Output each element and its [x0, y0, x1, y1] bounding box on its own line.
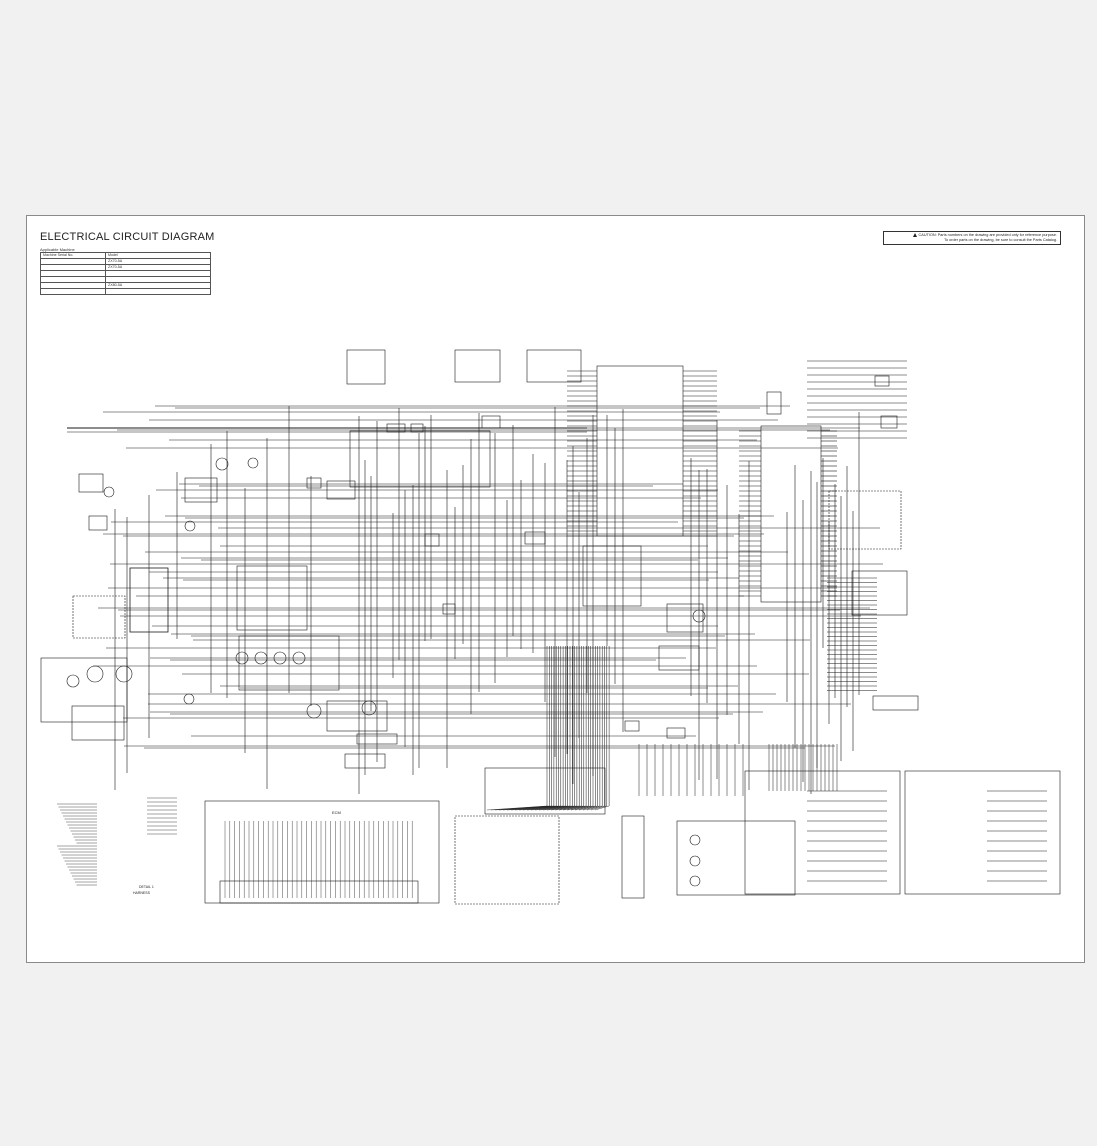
ecm-box — [204, 800, 440, 904]
component-box — [410, 423, 424, 433]
connector-pins — [57, 360, 907, 898]
monitor-controller — [596, 365, 684, 537]
bottom-box-2 — [484, 767, 606, 815]
mid-box-9 — [851, 570, 908, 616]
component-symbol — [292, 651, 306, 665]
wire-fan — [554, 805, 587, 811]
fan-out-lines — [486, 646, 1047, 882]
wire-fan — [502, 805, 557, 811]
harness-label: HARNESS — [133, 891, 151, 895]
component-symbol — [184, 520, 196, 532]
component-symbol — [235, 651, 249, 665]
left-upper-block — [72, 595, 126, 639]
wire-fan — [522, 805, 568, 811]
component-box — [424, 533, 440, 547]
top-connector-a — [346, 349, 386, 385]
caution-box: CAUTION: Parts numbers on the drawing ar… — [883, 231, 1061, 245]
component-symbol — [689, 875, 701, 887]
wire-fan — [546, 805, 582, 811]
wire-fan — [582, 805, 603, 811]
wire-fan — [538, 805, 577, 811]
component-box — [88, 515, 108, 531]
bottom-box-3 — [676, 820, 796, 896]
detail-label: DETAIL 1 — [139, 885, 154, 889]
wire-fan — [510, 805, 561, 811]
circuit-drawing: ECM DETAIL 1 HARNESS — [40, 349, 1061, 905]
component-symbol — [247, 457, 259, 469]
component-box — [356, 733, 398, 745]
mid-box-3 — [236, 565, 308, 631]
wire-fan — [550, 805, 584, 811]
wire-fan — [530, 805, 573, 811]
component-symbol — [103, 486, 115, 498]
wire-fan — [590, 805, 607, 811]
component-symbol — [66, 674, 80, 688]
wire-fan — [514, 805, 564, 811]
wire-fan — [578, 805, 600, 811]
component-symbol — [215, 457, 229, 471]
component-box — [524, 531, 546, 545]
component-box — [766, 391, 782, 415]
component-symbol — [86, 665, 104, 683]
mid-box-6 — [582, 545, 642, 607]
page-title: ELECTRICAL CIRCUIT DIAGRAM — [40, 231, 215, 243]
ecm-label: ECM — [332, 810, 341, 815]
mid-box-1 — [326, 700, 388, 732]
horizontal-buses — [67, 405, 883, 749]
wire-fan — [594, 805, 610, 811]
component-symbol — [306, 703, 322, 719]
right-side-box — [828, 490, 902, 550]
ecm-connectors — [219, 880, 419, 904]
wire-fan — [534, 805, 575, 811]
ac-block-frame — [40, 657, 128, 723]
wire-fan — [562, 805, 591, 811]
component-symbol — [689, 855, 701, 867]
wire-fan — [570, 805, 596, 811]
component-symbol — [115, 665, 133, 683]
component-box — [442, 603, 456, 615]
warning-icon — [912, 233, 917, 237]
battery-box — [78, 473, 104, 493]
applicable-machine-label: Applicable Machine — [40, 247, 75, 252]
component-box — [624, 720, 640, 732]
component-box — [874, 375, 890, 387]
diagram-sheet: ELECTRICAL CIRCUIT DIAGRAM Applicable Ma… — [26, 215, 1085, 963]
wire-fan — [506, 805, 559, 811]
mid-box-10 — [872, 695, 919, 711]
bottom-box-5 — [904, 770, 1061, 895]
wire-fan — [586, 805, 605, 811]
bottom-box-1 — [454, 815, 560, 905]
component-box — [666, 727, 686, 739]
caution-text-2: To order parts on the drawing, be sure t… — [944, 238, 1057, 242]
top-connector-b — [454, 349, 501, 383]
mid-box-7 — [666, 603, 704, 633]
wire-fan — [574, 805, 598, 811]
components — [66, 375, 898, 887]
model-cell — [105, 288, 211, 295]
mid-box-5 — [349, 430, 491, 488]
component-box — [481, 415, 501, 429]
wire-fan — [542, 805, 580, 811]
component-symbol — [361, 700, 377, 716]
wire-fan — [566, 805, 594, 811]
component-box — [386, 423, 406, 433]
component-symbol — [273, 651, 287, 665]
table-row — [40, 288, 211, 295]
caution-text-1: CAUTION: Parts numbers on the drawing ar… — [918, 233, 1057, 237]
right-connector-block — [760, 425, 822, 603]
left-mid-box — [71, 705, 125, 741]
component-box — [306, 477, 322, 489]
wire-fan — [558, 805, 589, 811]
narrow-box — [621, 815, 645, 899]
wire-fan — [526, 805, 571, 811]
top-connector-c — [526, 349, 582, 383]
bottom-box-4 — [744, 770, 901, 895]
component-symbol — [183, 693, 195, 705]
component-symbol — [254, 651, 268, 665]
component-symbol — [689, 834, 701, 846]
component-symbol — [692, 609, 706, 623]
component-box — [880, 415, 898, 429]
wire-fan — [518, 805, 566, 811]
